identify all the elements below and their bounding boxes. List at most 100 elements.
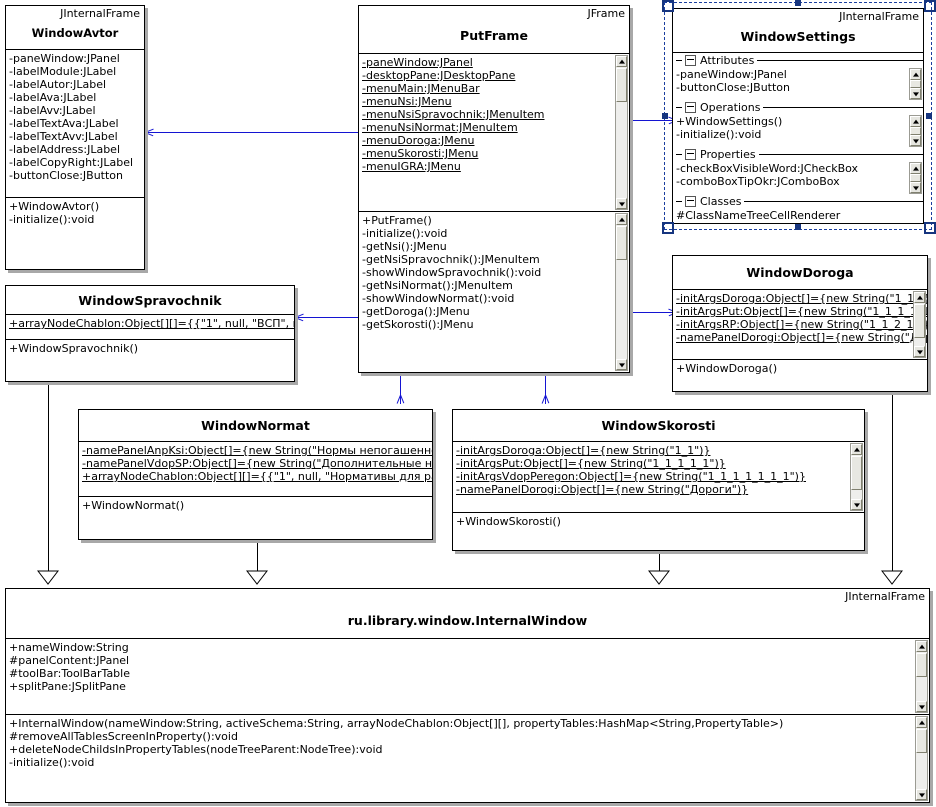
scroll-up-arrow-icon[interactable] <box>851 444 862 455</box>
scroll-up-arrow-icon[interactable] <box>910 163 921 174</box>
scrollbar-properties-window-settings[interactable] <box>909 162 922 194</box>
collapse-minus-icon[interactable] <box>685 149 696 160</box>
operations-compartment-window-skorosti[interactable]: +WindowSkorosti() <box>453 513 864 550</box>
attributes-compartment-window-spravochnik[interactable]: +arrayNodeChablon:Object[][]={{"1", null… <box>6 315 294 340</box>
scroll-down-arrow-icon[interactable] <box>851 499 862 510</box>
group-body-properties[interactable]: -checkBoxVisibleWord:JCheckBox -comboBox… <box>673 162 923 194</box>
scroll-down-arrow-icon[interactable] <box>910 135 921 146</box>
connector-putframe-windowskorosti <box>545 372 546 404</box>
scroll-up-arrow-icon[interactable] <box>616 56 627 67</box>
class-box-window-skorosti[interactable]: WindowSkorosti -initArgsDoroga:Object[]=… <box>452 409 865 551</box>
scrollbar-attributes-window-skorosti[interactable] <box>850 443 863 511</box>
group-header-attributes[interactable]: Attributes <box>673 53 923 68</box>
scrollbar-operations-window-settings[interactable] <box>909 115 922 147</box>
attributes-compartment-window-skorosti[interactable]: -initArgsDoroga:Object[]={new String("1_… <box>453 442 864 513</box>
scroll-up-arrow-icon[interactable] <box>910 69 921 80</box>
attributes-compartment-window-normat[interactable]: -namePanelAnpKsi:Object[]={new String("Н… <box>79 442 432 497</box>
arrowhead-windowavtor <box>144 127 156 138</box>
scroll-up-arrow-icon[interactable] <box>916 717 927 728</box>
selection-handle-bottom-left[interactable] <box>662 222 674 234</box>
class-box-window-normat[interactable]: WindowNormat -namePanelAnpKsi:Object[]={… <box>78 409 433 540</box>
selection-handle-left-center[interactable] <box>662 113 668 119</box>
class-box-window-avtor[interactable]: JInternalFrame WindowAvtor -paneWindow:J… <box>5 5 145 270</box>
class-box-internal-window[interactable]: JInternalFrame ru.library.window.Interna… <box>5 588 930 803</box>
scrollbar-attributes-internal-window[interactable] <box>915 640 928 713</box>
selection-handle-right-center[interactable] <box>926 113 932 119</box>
scrollbar-operations-internal-window[interactable] <box>915 716 928 801</box>
group-label: Attributes <box>700 54 755 67</box>
attributes-compartment-window-doroga[interactable]: -initArgsDoroga:Object[]={new String("1_… <box>673 290 927 360</box>
property-item: -checkBoxVisibleWord:JCheckBox <box>676 162 859 175</box>
scroll-down-arrow-icon[interactable] <box>910 88 921 99</box>
scrollbar-thumb[interactable] <box>616 68 627 102</box>
scrollbar-attributes-put-frame[interactable] <box>615 55 628 210</box>
operations-compartment-window-avtor[interactable]: +WindowAvtor() -initialize():void <box>6 198 144 269</box>
collapse-minus-icon[interactable] <box>685 55 696 66</box>
attributes-compartment-put-frame[interactable]: -paneWindow:JPanel -desktopPane:JDesktop… <box>359 54 629 212</box>
scrollbar-thumb[interactable] <box>916 653 927 677</box>
scrollbar-thumb[interactable] <box>910 127 921 135</box>
operations-compartment-window-doroga[interactable]: +WindowDoroga() <box>673 360 927 391</box>
selection-handle-bottom-center[interactable] <box>795 224 801 230</box>
scroll-up-arrow-icon[interactable] <box>616 214 627 225</box>
collapse-minus-icon[interactable] <box>685 196 696 207</box>
scrollbar-thumb[interactable] <box>916 729 927 753</box>
group-header-properties[interactable]: Properties <box>673 147 923 162</box>
scroll-down-arrow-icon[interactable] <box>916 701 927 712</box>
scroll-up-arrow-icon[interactable] <box>914 292 925 303</box>
attribute-item: -menuNsiSpravochnik:JMenuItem <box>362 108 545 121</box>
selection-handle-top-right[interactable] <box>924 0 936 12</box>
attribute-item: -menuSkorosti:JMenu <box>362 147 479 160</box>
scroll-down-arrow-icon[interactable] <box>910 182 921 193</box>
operation-item: +deleteNodeChildsInPropertyTables(nodeTr… <box>9 743 383 756</box>
attribute-item: -menuNsiNormat:JMenuItem <box>362 121 518 134</box>
attribute-item: -initArgsDoroga:Object[]={new String("1_… <box>676 292 927 305</box>
scrollbar-thumb[interactable] <box>910 80 921 88</box>
group-body-attributes[interactable]: -paneWindow:JPanel -buttonClose:JButton <box>673 68 923 100</box>
operation-item: +WindowSettings() <box>676 115 783 128</box>
arrowhead-windowskorosti <box>540 394 551 406</box>
group-header-operations[interactable]: Operations <box>673 100 923 115</box>
scroll-down-arrow-icon[interactable] <box>914 346 925 357</box>
group-header-classes[interactable]: Classes <box>673 194 923 209</box>
scrollbar-attributes-window-doroga[interactable] <box>913 291 926 358</box>
attributes-compartment-window-avtor[interactable]: -paneWindow:JPanel -labelModule:JLabel -… <box>6 50 144 198</box>
scroll-down-arrow-icon[interactable] <box>616 359 627 370</box>
class-box-window-settings[interactable]: JInternalFrame WindowSettings Attributes… <box>672 8 924 224</box>
operations-compartment-window-spravochnik[interactable]: +WindowSpravochnik() <box>6 340 294 381</box>
nested-class-item: #ClassNameTreeCellRenderer <box>676 209 841 222</box>
attribute-item: -paneWindow:JPanel <box>9 52 120 65</box>
operations-compartment-internal-window[interactable]: +InternalWindow(nameWindow:String, activ… <box>6 715 929 802</box>
scrollbar-thumb[interactable] <box>616 226 627 260</box>
class-name-label: WindowSpravochnik <box>78 293 222 308</box>
scrollbar-thumb[interactable] <box>910 174 921 182</box>
scrollbar-operations-put-frame[interactable] <box>615 213 628 371</box>
scrollbar-thumb[interactable] <box>914 304 925 338</box>
selection-handle-bottom-right[interactable] <box>924 222 936 234</box>
operation-item: -getNsiSpravochnik():JMenuItem <box>362 253 540 266</box>
selection-handle-top-center[interactable] <box>795 0 801 6</box>
class-box-window-doroga[interactable]: WindowDoroga -initArgsDoroga:Object[]={n… <box>672 255 928 392</box>
group-body-operations[interactable]: +WindowSettings() -initialize():void <box>673 115 923 147</box>
scroll-down-arrow-icon[interactable] <box>916 789 927 800</box>
scroll-up-arrow-icon[interactable] <box>910 116 921 127</box>
class-box-put-frame[interactable]: JFrame PutFrame -paneWindow:JPanel -desk… <box>358 5 630 373</box>
scrollbar-attributes-window-settings[interactable] <box>909 68 922 100</box>
class-box-window-spravochnik[interactable]: WindowSpravochnik +arrayNodeChablon:Obje… <box>5 285 295 382</box>
operations-compartment-window-normat[interactable]: +WindowNormat() <box>79 497 432 539</box>
attribute-item: -menuIGRA:JMenu <box>362 160 461 173</box>
class-header-internal-window: JInternalFrame ru.library.window.Interna… <box>6 589 929 639</box>
group-dash <box>676 60 682 61</box>
group-body-classes[interactable]: #ClassNameTreeCellRenderer <box>673 209 923 226</box>
scroll-down-arrow-icon[interactable] <box>616 198 627 209</box>
collapse-minus-icon[interactable] <box>685 102 696 113</box>
selection-handle-top-left[interactable] <box>662 0 674 12</box>
scroll-up-arrow-icon[interactable] <box>916 641 927 652</box>
operations-compartment-put-frame[interactable]: +PutFrame() -initialize():void -getNsi()… <box>359 212 629 372</box>
scrollbar-thumb[interactable] <box>851 456 862 490</box>
class-name-label: WindowSkorosti <box>601 418 716 433</box>
class-header-window-spravochnik: WindowSpravochnik <box>6 286 294 315</box>
attributes-compartment-internal-window[interactable]: +nameWindow:String #panelContent:JPanel … <box>6 639 929 715</box>
class-header-window-normat: WindowNormat <box>79 410 432 442</box>
